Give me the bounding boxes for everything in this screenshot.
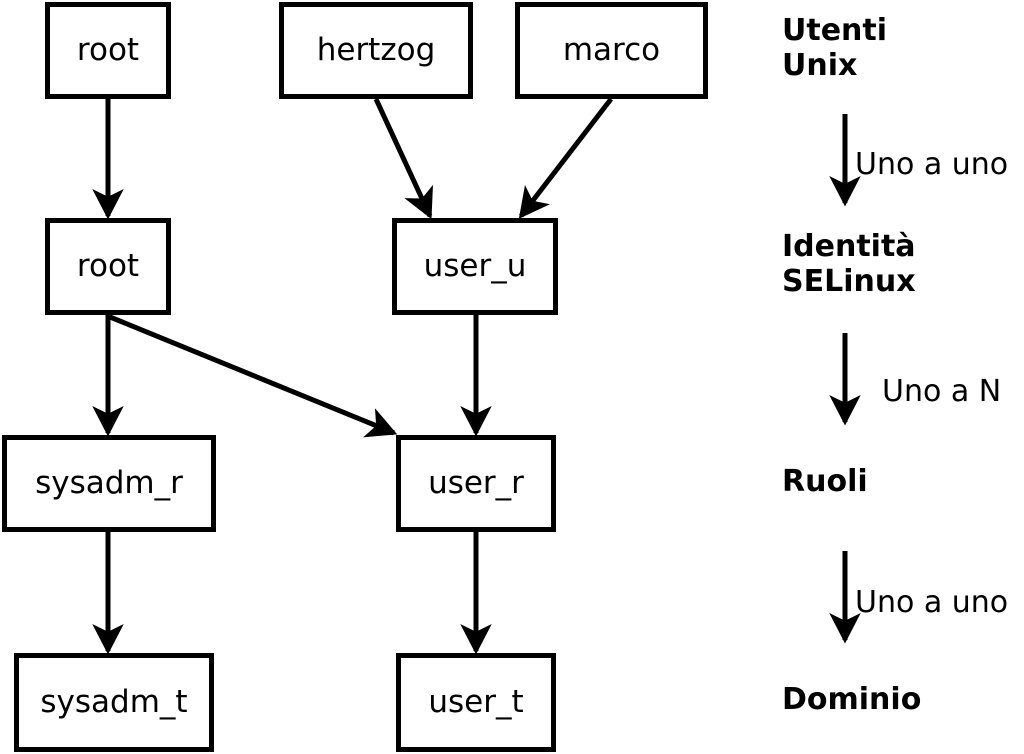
edge-unix_marco-to-sel_user_u	[518, 97, 613, 219]
legend-arrow-label-ruoli-to-dominio: Uno a uno	[855, 585, 1009, 620]
edge-group	[92, 97, 613, 655]
node-role_user[interactable]: user_r	[396, 435, 556, 532]
legend-level-ruoli: Ruoli	[782, 464, 868, 499]
edge-sel_root-to-role_user	[109, 314, 398, 438]
edge-unix_hertzog-to-sel_user_u	[373, 97, 433, 220]
legend-level-utenti-unix: Utenti Unix	[782, 13, 888, 84]
node-dom_user[interactable]: user_t	[396, 653, 556, 752]
node-label: root	[76, 32, 140, 68]
node-unix_marco[interactable]: marco	[515, 2, 708, 99]
node-unix_hertzog[interactable]: hertzog	[279, 2, 473, 99]
legend-level-identita-selinux: Identità SELinux	[782, 229, 916, 300]
node-label: root	[76, 248, 140, 284]
node-label: sysadm_r	[35, 465, 183, 501]
node-label: user_t	[428, 684, 524, 720]
legend-arrow-label-utenti-to-identita: Uno a uno	[855, 147, 1009, 182]
node-label: sysadm_t	[40, 684, 188, 720]
node-label: user_u	[423, 248, 527, 284]
node-sel_root[interactable]: root	[45, 218, 171, 315]
node-unix_root[interactable]: root	[45, 2, 171, 99]
node-label: marco	[562, 32, 661, 68]
legend-arrow-label-identita-to-ruoli: Uno a N	[882, 374, 1002, 409]
node-label: user_r	[428, 465, 524, 501]
node-sel_user_u[interactable]: user_u	[392, 218, 558, 315]
node-dom_sysadm[interactable]: sysadm_t	[14, 653, 214, 752]
legend-level-dominio: Dominio	[782, 682, 922, 717]
node-role_sysadm[interactable]: sysadm_r	[2, 435, 216, 532]
node-label: hertzog	[316, 32, 436, 68]
